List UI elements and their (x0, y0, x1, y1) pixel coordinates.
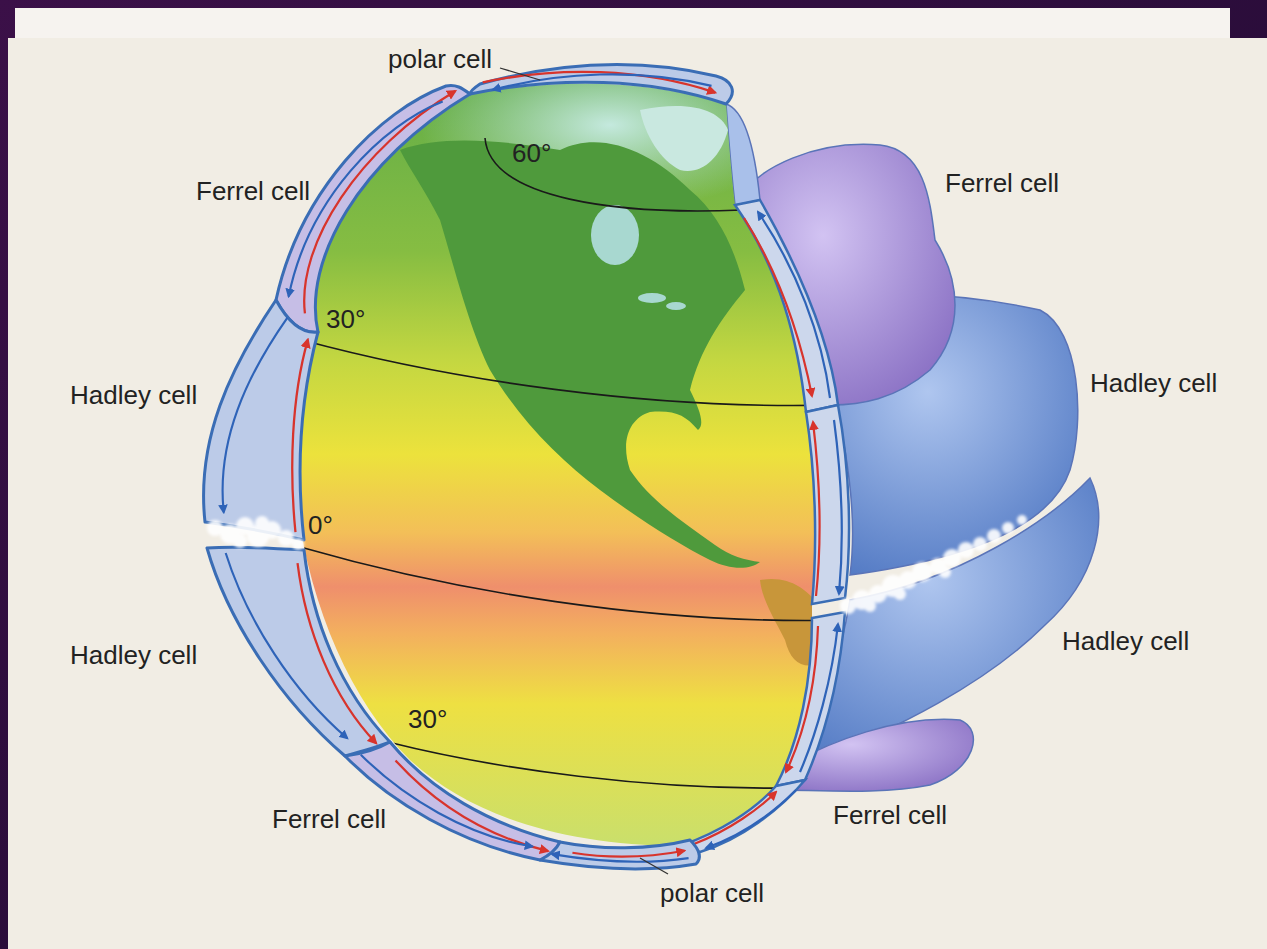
flow-arrow (493, 74, 712, 89)
cloud (958, 542, 974, 558)
panel-ground (8, 38, 1267, 949)
latitude-label-box: 30° (408, 706, 447, 732)
latitude-line (485, 138, 742, 211)
cell-label: Ferrel cell (833, 802, 947, 828)
latitude-label: 0° (308, 512, 333, 538)
latitude-line (388, 742, 790, 788)
great-lakes (666, 302, 686, 310)
ferrel-section (276, 85, 470, 332)
polar-section (540, 840, 699, 869)
cloud (255, 516, 269, 530)
cloud (912, 562, 932, 582)
leader-lines (500, 68, 668, 874)
ferrel-section (680, 780, 805, 852)
hadley-section (207, 547, 390, 756)
cell-label: Hadley cell (1090, 370, 1217, 396)
latitude-label: 30° (408, 706, 447, 732)
cell-label: Ferrel cell (272, 806, 386, 832)
top-strip (15, 8, 1230, 40)
flow-arrow (786, 626, 818, 772)
cell-label: Hadley cell (70, 642, 197, 668)
latitude-label-box: 60° (512, 140, 551, 166)
latitude-line (302, 340, 835, 406)
flow-arrow (800, 624, 838, 772)
cell-label-box: Ferrel cell (196, 178, 310, 204)
cell-label: Ferrel cell (945, 170, 1059, 196)
cell-label-box: polar cell (388, 46, 492, 72)
cell-label: Hadley cell (70, 382, 197, 408)
cell-label-box: Ferrel cell (272, 806, 386, 832)
latitude-lines (302, 138, 842, 788)
flow-arrow (572, 851, 684, 857)
cell-label-box: Ferrel cell (945, 170, 1059, 196)
flow-arrow (298, 563, 377, 743)
cloud (1002, 522, 1014, 534)
flow-arrow (223, 318, 288, 513)
cell-label: Hadley cell (1062, 628, 1189, 654)
flow-arrow (834, 420, 842, 594)
flow-arrow (706, 790, 796, 848)
ferrel-section (735, 200, 838, 412)
cell-label-box: polar cell (660, 880, 764, 906)
cloud (973, 537, 987, 551)
flow-arrow (396, 760, 548, 851)
cell-label-box: Hadley cell (70, 642, 197, 668)
cell-label-box: Hadley cell (70, 382, 197, 408)
south-america (760, 579, 815, 666)
flow-arrow (483, 72, 716, 93)
flow-arrow (813, 422, 820, 596)
cell-label-box: Hadley cell (1062, 628, 1189, 654)
hudson-bay (591, 205, 639, 265)
latitude-label-box: 0° (308, 512, 333, 538)
flow-arrow (292, 340, 308, 533)
polar-section (470, 65, 732, 104)
flow-arrow (289, 101, 443, 296)
hadley-section (204, 300, 318, 540)
latitude-line (304, 548, 842, 620)
cell-label: polar cell (388, 46, 492, 72)
hadley-section (776, 612, 845, 786)
cloud (278, 530, 294, 546)
leader-line (640, 858, 668, 874)
cell-label: Ferrel cell (196, 178, 310, 204)
great-lakes (638, 293, 666, 303)
latitude-label: 30° (326, 306, 365, 332)
flow-arrow (226, 553, 348, 738)
flow-arrow (361, 755, 533, 847)
ferrel-section (345, 742, 560, 860)
leader-line (500, 68, 540, 80)
cell-label-box: Ferrel cell (833, 802, 947, 828)
cloud (939, 566, 951, 578)
cloud (292, 538, 304, 550)
latitude-label-box: 30° (326, 306, 365, 332)
cell-label: polar cell (660, 880, 764, 906)
cut-faces (680, 200, 849, 852)
greenland (640, 106, 728, 171)
north-america (400, 141, 760, 568)
cloud (987, 529, 1001, 543)
latitude-label: 60° (512, 140, 551, 166)
cell-label-box: Hadley cell (1090, 370, 1217, 396)
cloud (233, 534, 247, 548)
cloud (894, 588, 906, 600)
flow-arrow (552, 854, 689, 861)
flow-arrow (758, 212, 830, 398)
cloud (864, 600, 876, 612)
cloud (1017, 515, 1027, 525)
hadley-section (806, 405, 849, 604)
cut-face-flows (694, 212, 842, 848)
